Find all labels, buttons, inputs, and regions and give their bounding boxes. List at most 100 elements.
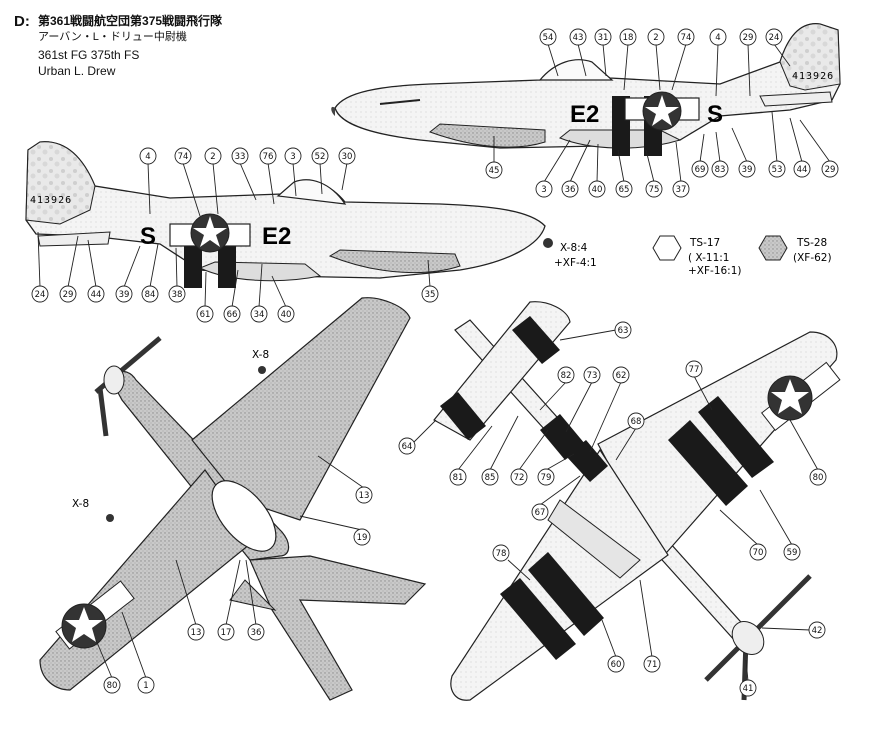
callout-number: 43 bbox=[573, 33, 584, 43]
callout-circle bbox=[569, 28, 587, 46]
callout-circle bbox=[353, 528, 371, 546]
callout-circle bbox=[557, 366, 575, 384]
star-insignia-wing-upper bbox=[55, 580, 135, 650]
callout-number: 74 bbox=[178, 152, 189, 162]
callout-number: 1 bbox=[143, 681, 148, 691]
callout-number: 52 bbox=[315, 152, 326, 162]
callout-circle bbox=[492, 544, 510, 562]
callout-number: 80 bbox=[107, 681, 118, 691]
callout-circle bbox=[672, 180, 690, 198]
callout-number: 13 bbox=[359, 491, 370, 501]
callout-circle bbox=[809, 468, 827, 486]
code-letters-left: E2 bbox=[262, 223, 291, 250]
leader-line bbox=[212, 162, 219, 215]
callout-circle bbox=[87, 285, 105, 303]
leader-line bbox=[745, 659, 749, 682]
leader-line bbox=[565, 381, 593, 433]
callout-number: 2 bbox=[210, 152, 215, 162]
callout-number: 34 bbox=[254, 310, 265, 320]
leader-line bbox=[596, 143, 599, 183]
leader-line bbox=[182, 162, 201, 217]
callout-circle bbox=[677, 28, 695, 46]
leader-line bbox=[655, 43, 661, 91]
callout-number: 39 bbox=[119, 290, 130, 300]
callout-circle bbox=[259, 147, 277, 165]
callout-number: 67 bbox=[535, 508, 546, 518]
x8-label-left: X-8 bbox=[72, 498, 89, 510]
leader-line bbox=[341, 162, 348, 191]
callout-number: 72 bbox=[514, 473, 525, 483]
leader-line bbox=[299, 515, 363, 531]
leader-line bbox=[225, 559, 241, 626]
scheme-code: D: bbox=[14, 13, 30, 30]
leader-line bbox=[719, 509, 759, 546]
callout-circle bbox=[231, 147, 249, 165]
leader-line bbox=[149, 243, 159, 288]
callout-number: 82 bbox=[561, 371, 572, 381]
leader-line bbox=[258, 263, 263, 308]
letter-s-left: S bbox=[140, 223, 156, 250]
leader-line bbox=[761, 627, 811, 631]
leader-line bbox=[759, 489, 793, 546]
planform-lower bbox=[433, 301, 841, 701]
leader-line bbox=[731, 127, 748, 163]
code-letters-right: E2 bbox=[570, 101, 599, 128]
callout-number: 30 bbox=[342, 152, 353, 162]
callout-circle bbox=[103, 676, 121, 694]
callout-circle bbox=[808, 621, 826, 639]
fuselage-left bbox=[25, 141, 546, 279]
leader-line bbox=[231, 269, 239, 308]
callout-circle bbox=[749, 543, 767, 561]
callout-circle bbox=[619, 28, 637, 46]
callout-circle bbox=[217, 623, 235, 641]
callout-number: 83 bbox=[715, 165, 726, 175]
leader-line bbox=[771, 111, 778, 163]
callout-circle bbox=[647, 28, 665, 46]
callout-number: 77 bbox=[689, 365, 700, 375]
callout-number: 4 bbox=[145, 152, 150, 162]
callout-circle bbox=[449, 468, 467, 486]
leader-line bbox=[37, 231, 41, 288]
callout-number: 62 bbox=[616, 371, 627, 381]
callout-circle bbox=[247, 623, 265, 641]
planform-upper: X-8 X-8 bbox=[39, 297, 427, 701]
leader-line bbox=[175, 559, 197, 626]
ts17-swatch: TS-17 ( X-11:1 +XF-16:1) bbox=[652, 235, 742, 277]
pilot-jp: アーバン・L・ドリュー中尉機 bbox=[38, 31, 187, 43]
leader-line bbox=[602, 43, 607, 77]
callout-number: 42 bbox=[812, 626, 823, 636]
callout-circle bbox=[612, 366, 630, 384]
callout-number: 45 bbox=[489, 166, 500, 176]
callout-circle bbox=[588, 180, 606, 198]
callout-circle bbox=[614, 321, 632, 339]
ts28-swatch: TS-28 (XF-62) bbox=[758, 235, 832, 264]
callout-circle bbox=[768, 160, 786, 178]
callout-circle bbox=[204, 147, 222, 165]
callout-number: 19 bbox=[357, 533, 368, 543]
callout-number: 75 bbox=[649, 185, 660, 195]
callout-number: 63 bbox=[618, 326, 629, 336]
callout-number: 24 bbox=[769, 33, 780, 43]
leader-line bbox=[267, 162, 275, 205]
callout-circle bbox=[398, 437, 416, 455]
callout-circle bbox=[168, 285, 186, 303]
letter-s-right: S bbox=[707, 101, 723, 128]
serial-right: 413926 bbox=[792, 71, 834, 82]
leader-line bbox=[427, 259, 431, 288]
callout-circle bbox=[711, 160, 729, 178]
leader-line bbox=[457, 425, 493, 471]
callout-number: 66 bbox=[227, 310, 238, 320]
paint-legend: TS-17 ( X-11:1 +XF-16:1) TS-28 (XF-62) bbox=[652, 235, 832, 277]
callout-circle bbox=[421, 285, 439, 303]
leader-line bbox=[559, 329, 617, 341]
callout-number: 29 bbox=[825, 165, 836, 175]
callout-number: 40 bbox=[592, 185, 603, 195]
callout-circle bbox=[485, 161, 503, 179]
paint-mix-main: X-8:4 bbox=[560, 242, 588, 254]
callout-circle bbox=[31, 285, 49, 303]
wing-upper-right bbox=[191, 297, 411, 521]
callout-circle bbox=[627, 412, 645, 430]
leader-line bbox=[569, 139, 591, 183]
leader-line bbox=[617, 149, 625, 183]
callout-number: 61 bbox=[200, 310, 211, 320]
